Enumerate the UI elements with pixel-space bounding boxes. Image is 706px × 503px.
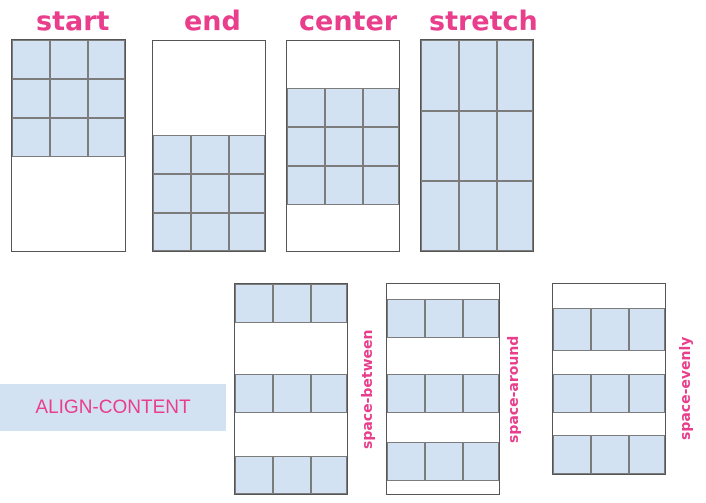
grid-container-stretch — [420, 39, 534, 252]
grid-cell — [235, 284, 273, 323]
title-center: center — [299, 6, 398, 37]
label-space-evenly: space-evenly — [678, 336, 694, 440]
grid-cell — [629, 308, 665, 351]
grid-cell — [387, 442, 425, 481]
grid-cell — [591, 308, 629, 351]
grid-cell — [12, 118, 50, 157]
grid-cell — [50, 79, 88, 118]
grid-cell — [325, 127, 363, 166]
grid-cell — [425, 442, 463, 481]
grid-cell — [553, 374, 591, 413]
grid-cell — [463, 299, 499, 338]
grid-cell — [12, 79, 50, 118]
grid-cell — [325, 166, 363, 205]
grid-cell — [311, 374, 347, 413]
label-space-around: space-around — [506, 335, 522, 443]
align-content-badge: ALIGN-CONTENT — [0, 384, 226, 431]
grid-cell — [273, 374, 311, 413]
label-space-between: space-between — [360, 329, 376, 449]
grid-cell — [463, 442, 499, 481]
grid-cell — [421, 111, 459, 181]
grid-cell — [459, 181, 497, 251]
grid-cell — [421, 40, 459, 111]
grid-cell — [88, 118, 125, 157]
grid-cell — [153, 174, 191, 213]
grid-cell — [191, 135, 229, 174]
grid-cell — [421, 181, 459, 251]
grid-cell — [88, 79, 125, 118]
grid-cell — [553, 435, 591, 474]
grid-cell — [591, 374, 629, 413]
grid-cell — [287, 127, 325, 166]
grid-cell — [273, 456, 311, 494]
grid-cell — [229, 174, 265, 213]
grid-cell — [629, 435, 665, 474]
grid-cell — [591, 435, 629, 474]
grid-container-end — [152, 40, 266, 252]
grid-cell — [497, 111, 533, 181]
grid-cell — [311, 284, 347, 323]
grid-cell — [287, 88, 325, 127]
grid-cell — [463, 374, 499, 413]
grid-container-center — [286, 40, 400, 252]
grid-container-space-evenly — [552, 283, 666, 475]
title-start: start — [36, 6, 110, 37]
grid-cell — [88, 40, 125, 79]
grid-cell — [629, 374, 665, 413]
grid-container-space-between — [234, 283, 348, 495]
grid-cell — [235, 456, 273, 494]
grid-cell — [311, 456, 347, 494]
grid-cell — [50, 40, 88, 79]
grid-cell — [235, 374, 273, 413]
grid-cell — [191, 174, 229, 213]
grid-cell — [325, 88, 363, 127]
grid-cell — [553, 308, 591, 351]
grid-cell — [387, 299, 425, 338]
grid-container-space-around — [386, 283, 500, 495]
grid-cell — [459, 40, 497, 111]
grid-cell — [387, 374, 425, 413]
grid-container-start — [11, 39, 126, 252]
grid-cell — [191, 213, 229, 251]
grid-cell — [229, 213, 265, 251]
grid-cell — [12, 40, 50, 79]
title-end: end — [184, 6, 241, 37]
grid-cell — [363, 166, 399, 205]
grid-cell — [363, 88, 399, 127]
grid-cell — [153, 135, 191, 174]
grid-cell — [497, 40, 533, 111]
grid-cell — [425, 299, 463, 338]
title-stretch: stretch — [429, 6, 538, 37]
grid-cell — [363, 127, 399, 166]
grid-cell — [229, 135, 265, 174]
grid-cell — [459, 111, 497, 181]
grid-cell — [50, 118, 88, 157]
grid-cell — [273, 284, 311, 323]
grid-cell — [425, 374, 463, 413]
grid-cell — [497, 181, 533, 251]
grid-cell — [153, 213, 191, 251]
grid-cell — [287, 166, 325, 205]
